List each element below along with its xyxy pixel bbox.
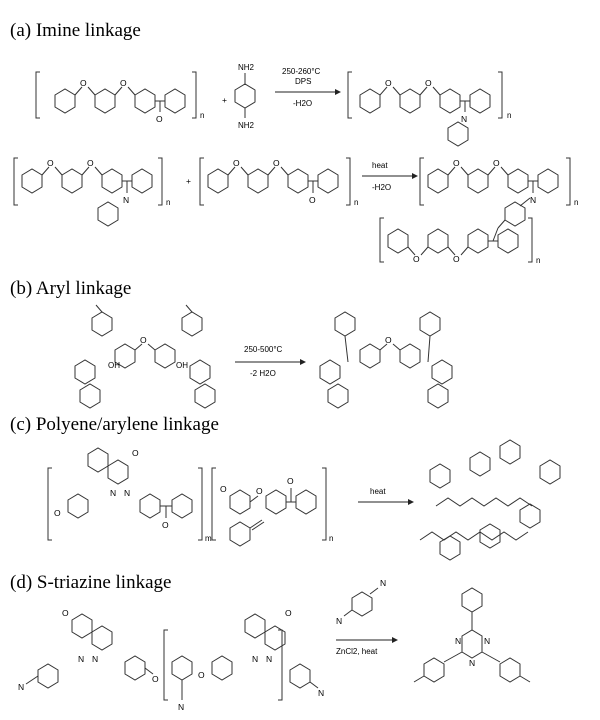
svg-text:O: O xyxy=(132,448,139,458)
svg-text:O: O xyxy=(385,78,392,88)
svg-text:N: N xyxy=(266,654,272,664)
imine-scheme: O O O n + NH2 NH2 250-260°C DPS xyxy=(13,63,578,265)
svg-text:DPS: DPS xyxy=(295,77,311,86)
svg-text:ZnCl2, heat: ZnCl2, heat xyxy=(336,647,378,656)
svg-text:O: O xyxy=(198,670,205,680)
svg-text:O: O xyxy=(152,674,159,684)
svg-text:O: O xyxy=(493,158,500,168)
svg-text:N: N xyxy=(469,658,475,668)
svg-text:O: O xyxy=(87,158,94,168)
svg-text:m: m xyxy=(205,534,212,543)
peek-reactant-2: O O O n xyxy=(199,157,358,207)
triazine-scheme: N O N N O N O O N N N xyxy=(18,578,531,712)
triazine-network: N N N xyxy=(413,587,531,683)
imine-polymer-reactant: O O N n xyxy=(13,157,170,227)
polyene-scheme: O O N N O m O O O xyxy=(47,439,561,561)
svg-text:O: O xyxy=(425,78,432,88)
svg-text:N: N xyxy=(252,654,258,664)
peek-repeat-unit: O O O n xyxy=(35,71,204,124)
panel-a-title: (a) Imine linkage xyxy=(10,20,141,41)
svg-text:N: N xyxy=(318,688,324,698)
imine-n-1: N xyxy=(461,114,467,124)
panel-triazine-linkage: (d) S-triazine linkage N O N N O N O O N… xyxy=(0,570,600,720)
aryl-scheme: O OH OH 250-500°C -2 H2O O xyxy=(74,304,453,409)
plus-sign-1: + xyxy=(222,95,227,105)
svg-text:O: O xyxy=(233,158,240,168)
reaction-arrow-b: 250-500°C -2 H2O xyxy=(235,345,306,378)
phthalazinone-nitrile-polymer: N O N N O N O O N N N xyxy=(18,608,324,712)
svg-text:250-500°C: 250-500°C xyxy=(244,345,283,354)
svg-text:-2 H2O: -2 H2O xyxy=(250,369,276,378)
svg-text:O: O xyxy=(453,254,460,264)
svg-text:N: N xyxy=(336,616,342,626)
svg-text:N: N xyxy=(123,195,129,205)
svg-text:O: O xyxy=(285,608,292,618)
phthalazinone-polymer: O O N N O m xyxy=(47,447,212,543)
svg-text:O: O xyxy=(62,608,69,618)
reaction-arrow-c: heat xyxy=(358,487,414,505)
svg-text:N: N xyxy=(110,488,116,498)
svg-text:O: O xyxy=(287,476,294,486)
hydroxyl-1: OH xyxy=(108,361,120,370)
svg-text:n: n xyxy=(166,198,170,207)
svg-text:NH2: NH2 xyxy=(238,63,255,72)
svg-text:heat: heat xyxy=(372,161,388,170)
svg-text:heat: heat xyxy=(370,487,386,496)
svg-text:O: O xyxy=(413,254,420,264)
svg-text:N: N xyxy=(455,636,461,646)
svg-text:O: O xyxy=(140,335,147,345)
svg-text:NH2: NH2 xyxy=(238,121,255,130)
svg-text:N: N xyxy=(18,682,24,692)
svg-text:N: N xyxy=(178,702,184,712)
imine-product-1: O O N n xyxy=(347,71,511,147)
reaction-arrow-d: N N ZnCl2, heat xyxy=(336,578,398,656)
panel-d-title: (d) S-triazine linkage xyxy=(10,572,172,593)
alkyne-polymer: O O O n xyxy=(211,467,333,547)
panel-imine-linkage: (a) Imine linkage O O O n + NH2 xyxy=(0,0,600,270)
svg-text:O: O xyxy=(453,158,460,168)
svg-text:n: n xyxy=(354,198,358,207)
panel-polyene-linkage: (c) Polyene/arylene linkage O O N N O m … xyxy=(0,410,600,570)
carbonyl-o-1: O xyxy=(156,114,163,124)
plus-sign-2: + xyxy=(186,176,191,186)
svg-text:N: N xyxy=(124,488,130,498)
fluorenol-monomer: O OH OH xyxy=(74,304,216,409)
svg-text:n: n xyxy=(536,256,540,265)
svg-text:O: O xyxy=(273,158,280,168)
svg-text:O: O xyxy=(256,486,263,496)
panel-aryl-linkage: (b) Aryl linkage O OH OH 250-500°C -2 H2… xyxy=(0,270,600,410)
svg-text:O: O xyxy=(162,520,169,530)
polyene-network xyxy=(419,439,561,561)
svg-text:O: O xyxy=(385,335,392,345)
svg-text:O: O xyxy=(120,78,127,88)
hydroxyl-2: OH xyxy=(176,361,188,370)
phenylenediamine: NH2 NH2 xyxy=(234,63,256,130)
crosslinked-imine-product: O O N n O O xyxy=(379,157,578,265)
svg-text:N: N xyxy=(92,654,98,664)
svg-text:O: O xyxy=(309,195,316,205)
svg-text:N: N xyxy=(78,654,84,664)
svg-text:N: N xyxy=(380,578,386,588)
reaction-arrow-2: heat -H2O xyxy=(362,161,418,192)
svg-text:250-260°C: 250-260°C xyxy=(282,67,321,76)
panel-c-title: (c) Polyene/arylene linkage xyxy=(10,414,219,435)
panel-b-title: (b) Aryl linkage xyxy=(10,278,132,299)
svg-text:N: N xyxy=(484,636,490,646)
svg-text:n: n xyxy=(574,198,578,207)
aryl-linked-product: O xyxy=(319,311,453,409)
svg-text:O: O xyxy=(47,158,54,168)
svg-text:O: O xyxy=(54,508,61,518)
svg-text:-H2O: -H2O xyxy=(293,99,312,108)
reaction-arrow-1: 250-260°C DPS -H2O xyxy=(275,67,341,108)
svg-text:n: n xyxy=(507,111,511,120)
svg-text:O: O xyxy=(80,78,87,88)
svg-text:O: O xyxy=(220,484,227,494)
svg-text:N: N xyxy=(530,195,536,205)
svg-text:-H2O: -H2O xyxy=(372,183,391,192)
svg-text:n: n xyxy=(200,111,204,120)
svg-text:n: n xyxy=(329,534,333,543)
